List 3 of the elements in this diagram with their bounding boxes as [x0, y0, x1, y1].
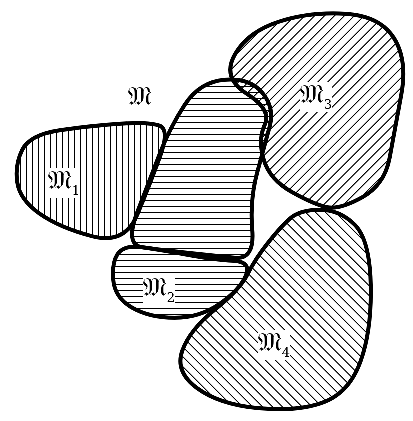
set-label: 𝔐$_{4}$	[258, 330, 290, 360]
set-label: 𝔐$_{3}$	[300, 82, 332, 112]
set-label: 𝔐$_{1}$	[48, 168, 80, 198]
